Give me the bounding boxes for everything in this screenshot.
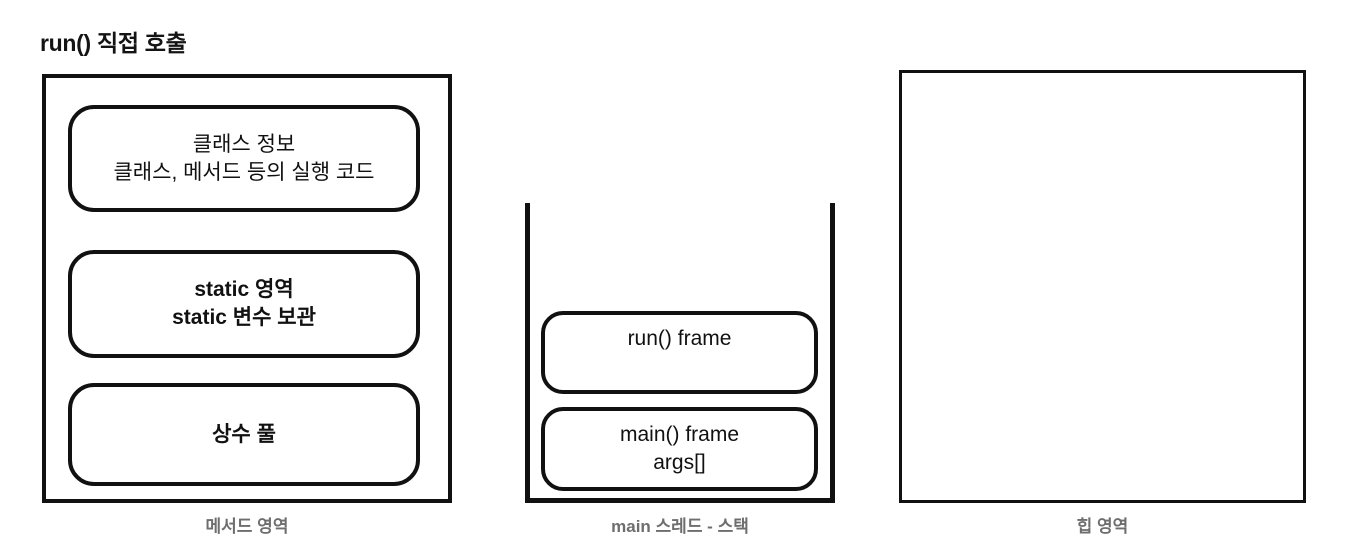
card-static-line2: static 변수 보관 bbox=[172, 306, 316, 329]
stack-frame-main-label: main() frame bbox=[619, 422, 740, 446]
stack-frame-main: main() frame args[] bbox=[541, 407, 818, 491]
method-area-card-static: static 영역 static 변수 보관 bbox=[68, 250, 420, 358]
card-constant-pool-line1: 상수 풀 bbox=[212, 422, 276, 446]
stack-frame-run: run() frame bbox=[541, 311, 818, 394]
method-area-card-constant-pool: 상수 풀 bbox=[68, 383, 420, 486]
card-static-line1: static 영역 bbox=[194, 278, 294, 302]
caption-heap: 힙 영역 bbox=[1076, 517, 1129, 536]
stack-frame-run-label: run() frame bbox=[627, 327, 732, 350]
card-class-info-line1: 클래스 정보 bbox=[192, 132, 296, 156]
method-area-card-class-info: 클래스 정보 클래스, 메서드 등의 실행 코드 bbox=[68, 105, 420, 212]
heap-container bbox=[899, 70, 1306, 503]
stack-frame-main-args: args[] bbox=[653, 451, 706, 474]
caption-stack: main 스레드 - 스택 bbox=[611, 517, 749, 536]
caption-method-area: 메서드 영역 bbox=[205, 517, 289, 536]
page-title: run() 직접 호출 bbox=[40, 30, 187, 56]
card-class-info-line2: 클래스, 메서드 등의 실행 코드 bbox=[113, 160, 375, 184]
